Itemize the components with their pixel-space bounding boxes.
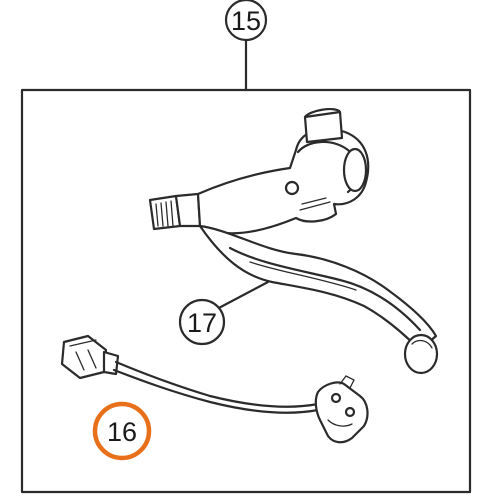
lever-blade [198, 224, 439, 375]
lever-perch [196, 108, 370, 235]
clutch-lever [148, 108, 439, 375]
assembly-box [20, 88, 472, 494]
clutch-switch [60, 334, 369, 444]
callout-17-label: 17 [187, 308, 217, 338]
callout-17-leader-line [213, 280, 270, 312]
switch-connector [60, 334, 120, 380]
callout-16-label: 16 [107, 417, 137, 447]
assembly-frame [20, 38, 472, 494]
callout-17[interactable]: 17 [178, 280, 270, 346]
callout-15[interactable]: 15 [224, 0, 268, 42]
callout-15-label: 15 [231, 6, 261, 36]
callout-17-circle [178, 298, 226, 346]
callout-15-circle [224, 0, 268, 42]
adjuster-barrel [148, 192, 202, 231]
callout-16-circle [92, 401, 152, 461]
callout-16[interactable]: 16 [92, 401, 152, 461]
switch-body [314, 375, 369, 444]
